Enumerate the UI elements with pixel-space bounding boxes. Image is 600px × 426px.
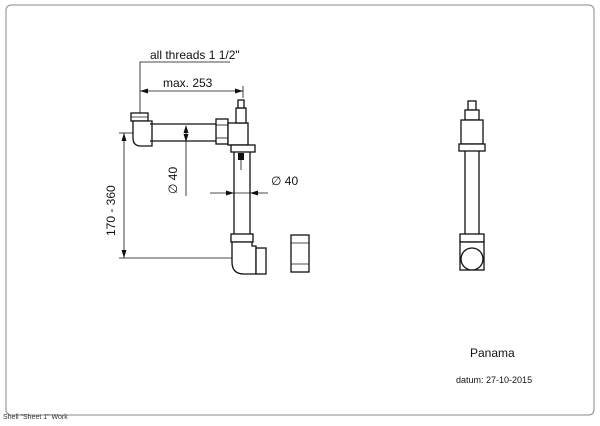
trap-body-upper <box>227 122 249 146</box>
spare-pipe-segment <box>290 234 310 273</box>
overflow-connector <box>235 107 247 124</box>
sheet-caption: Shell "Sheet 1" Work <box>3 414 68 421</box>
overflow-cap <box>237 99 245 109</box>
valve-detail <box>238 153 244 160</box>
connection-nut <box>215 118 229 145</box>
sheet-border <box>5 4 595 416</box>
front-cap <box>467 100 477 111</box>
front-outlet-circle <box>460 247 484 271</box>
front-overflow-connector <box>464 109 480 121</box>
date-row: datum: 27-10-2015 <box>456 375 532 385</box>
width-arrow-right <box>235 88 243 94</box>
bottom-elbow <box>231 241 257 275</box>
outlet-collar <box>255 247 267 275</box>
threads-label: all threads 1 1/2" <box>150 48 240 62</box>
width-dimension-label: max. 253 <box>163 76 213 90</box>
body-nut <box>230 144 256 153</box>
product-name: Panama <box>470 346 515 360</box>
height-dimension-label: 170 - 360 <box>104 185 118 236</box>
front-view-drawing <box>458 100 486 271</box>
inlet-elbow <box>132 120 153 147</box>
vertical-pipe-diameter-label: ∅ 40 <box>271 174 299 188</box>
thread-leader-line <box>139 61 230 113</box>
horizontal-pipe-diameter-label: ∅ 40 <box>166 166 180 194</box>
front-lower-nut <box>459 233 485 243</box>
lower-nut <box>230 233 254 243</box>
front-body-nut <box>458 143 486 152</box>
front-body <box>460 119 484 145</box>
width-arrow-left <box>140 88 148 94</box>
date-value: 27-10-2015 <box>486 375 533 385</box>
date-label: datum: <box>456 375 484 385</box>
side-view-drawing <box>119 61 310 275</box>
